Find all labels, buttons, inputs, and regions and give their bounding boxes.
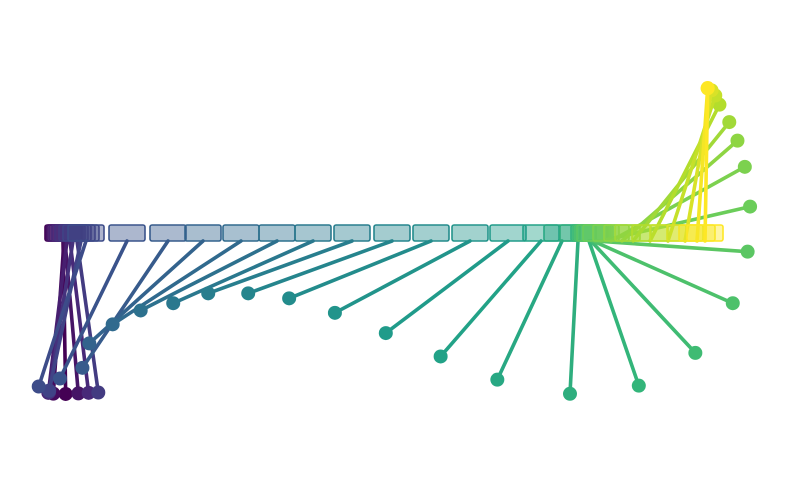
cart-body xyxy=(108,224,146,242)
pendulum-bob xyxy=(282,291,297,306)
trajectory-frame xyxy=(559,224,597,401)
pendulum-bob xyxy=(378,326,393,341)
pendulum-bob xyxy=(75,360,90,375)
pendulum-rod xyxy=(246,239,394,296)
cart-body xyxy=(258,224,296,242)
cart-body xyxy=(373,224,411,242)
trajectory-frame xyxy=(241,224,411,301)
trajectory-frame xyxy=(31,224,105,394)
pendulum-bob xyxy=(737,159,752,174)
cart-body xyxy=(184,224,222,242)
pendulum-bob xyxy=(433,349,448,364)
pendulum-bob xyxy=(82,336,97,351)
pendulum-bob xyxy=(700,81,715,96)
pendulum-rod xyxy=(568,239,580,396)
pendulum-bob xyxy=(327,305,342,320)
pendulum-rod xyxy=(75,239,101,395)
trajectory-frame xyxy=(572,224,703,360)
pendulum-rod xyxy=(287,239,433,301)
trajectory-frame xyxy=(378,224,527,341)
trajectory-frame xyxy=(75,224,187,375)
pendulum-bob xyxy=(71,386,86,401)
pendulum-rod xyxy=(206,239,354,296)
trajectory-frame xyxy=(133,224,296,318)
pendulum-bob xyxy=(490,372,505,387)
cart-body xyxy=(294,224,332,242)
pendulum-bob xyxy=(201,286,216,301)
trajectory-frame xyxy=(166,224,332,311)
pendulum-bob xyxy=(91,385,106,400)
pendulum-bob xyxy=(58,386,73,401)
pendulum-bob xyxy=(730,133,745,148)
pendulum-rod xyxy=(609,165,747,243)
pendulum-bob xyxy=(562,386,577,401)
pendulum-rod xyxy=(138,239,279,313)
pendulum-rod xyxy=(495,239,564,382)
pendulum-rod xyxy=(58,239,129,381)
cart-body xyxy=(149,224,187,242)
trajectory-frame xyxy=(327,224,489,320)
pendulum-bob xyxy=(740,244,755,259)
pendulum-bob xyxy=(31,379,46,394)
pendulum-bob xyxy=(722,115,737,130)
cart-body xyxy=(451,224,489,242)
pendulum-rod xyxy=(438,239,543,359)
pendulum-rod xyxy=(591,239,735,306)
pendulum-rod xyxy=(587,239,641,388)
pendulum-bob xyxy=(631,378,646,393)
cart-body xyxy=(333,224,371,242)
pendulum-rod xyxy=(36,239,88,389)
pendulum-bob xyxy=(105,317,120,332)
trajectory-frame xyxy=(52,224,146,386)
cart-body xyxy=(67,224,105,242)
pendulum-bob xyxy=(241,286,256,301)
trajectory-frame xyxy=(686,81,724,243)
pendulum-bob xyxy=(743,199,758,214)
pendulum-rod xyxy=(87,239,205,346)
pendulum-bob xyxy=(725,296,740,311)
pendulum-bob xyxy=(688,345,703,360)
trajectory-frame xyxy=(570,224,646,393)
pendulum-bob xyxy=(166,296,181,311)
pendulum-rod xyxy=(599,204,752,243)
pendulum-rod xyxy=(80,239,170,370)
pendulum-rod xyxy=(384,239,510,335)
trajectory-frame xyxy=(42,224,100,398)
pendulum-bob xyxy=(52,371,67,386)
pendulum-rod xyxy=(171,239,315,306)
pendulum-rod xyxy=(703,86,710,243)
pendulum-rod xyxy=(589,239,698,355)
cart-body xyxy=(489,224,527,242)
cart-body xyxy=(412,224,450,242)
pendulum-rod xyxy=(47,239,83,393)
trajectory-frame xyxy=(433,224,560,364)
pendulum-rod xyxy=(333,239,472,315)
cart-body xyxy=(222,224,260,242)
pendulum-bob xyxy=(133,303,148,318)
pendulum-rod xyxy=(593,239,750,254)
trajectory-frame xyxy=(282,224,450,306)
trajectory-frame xyxy=(201,224,371,301)
